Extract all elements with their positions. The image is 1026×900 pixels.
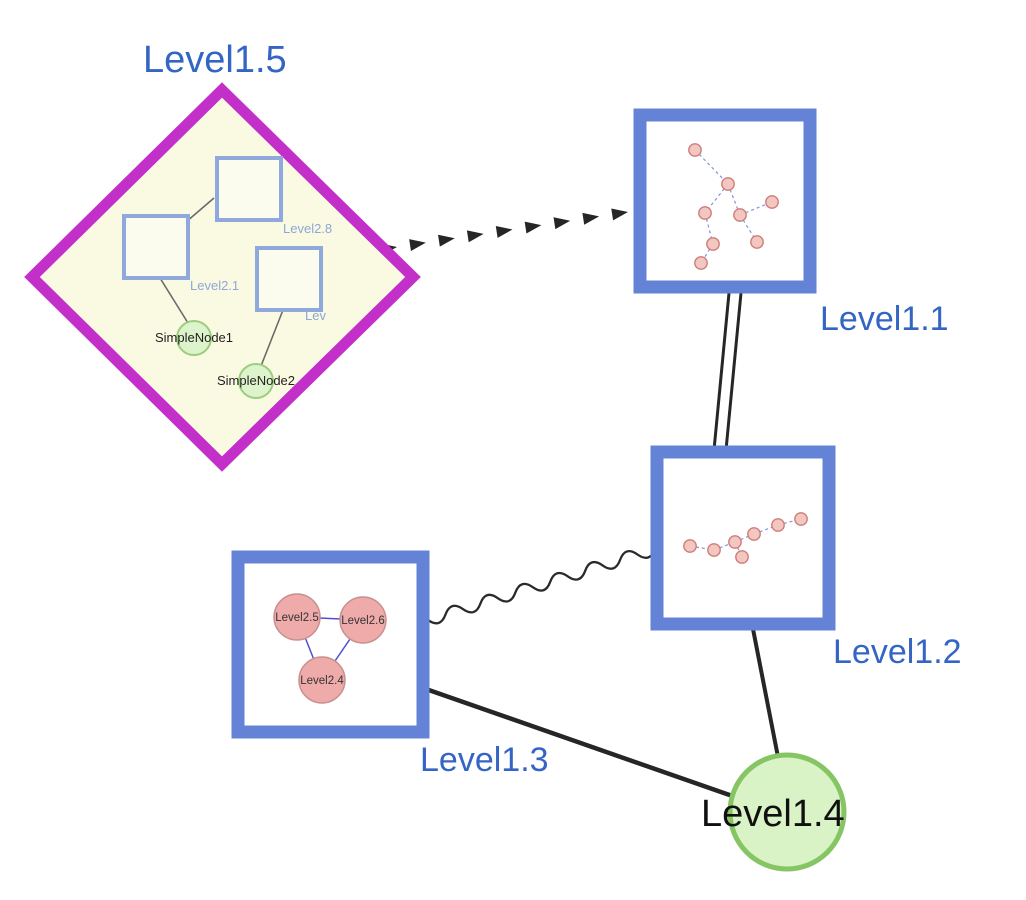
label-simplenode1: SimpleNode1 [155, 330, 233, 345]
node-level2-1[interactable] [122, 214, 190, 280]
level1-2-subgraph [683, 512, 808, 564]
node-simplenode2[interactable] [238, 363, 274, 399]
mini-graph-node [794, 512, 808, 526]
mini-graph-node [707, 543, 721, 557]
mini-graph-node [694, 256, 708, 270]
arrow-dash-icon [409, 239, 426, 251]
edge-level21-simplenode1[interactable] [159, 277, 189, 324]
edge-level13-level14[interactable] [422, 685, 742, 802]
label-level2-8: Level2.8 [283, 221, 332, 236]
mini-graph-node [750, 235, 764, 249]
label-simplenode2: SimpleNode2 [217, 373, 295, 388]
arrow-dash-icon [495, 225, 513, 238]
mini-graph-node [688, 143, 702, 157]
node-level2-4[interactable] [298, 656, 346, 704]
edge-level11-level12-line1[interactable] [712, 292, 731, 451]
node-level1-2[interactable] [650, 445, 836, 631]
arrow-dash-icon [524, 221, 542, 234]
arrow-dash-icon [582, 212, 600, 225]
edges-layer [380, 208, 780, 802]
level1-1-box[interactable] [633, 108, 817, 294]
mini-graph-node [747, 527, 761, 541]
level1-3-box[interactable] [231, 550, 430, 739]
mini-graph-node [733, 208, 747, 222]
mini-graph-edge [753, 524, 779, 535]
edge-level2x-simplenode2[interactable] [260, 309, 284, 367]
label-level1-1: Level1.1 [820, 300, 949, 338]
node-level1-1[interactable] [633, 108, 817, 294]
arrow-dash-icon [438, 234, 455, 247]
label-level1-3: Level1.3 [420, 741, 549, 779]
mini-graph-node [683, 539, 697, 553]
label-level1-4: Level1.4 [701, 793, 845, 835]
node-simplenode1[interactable] [176, 320, 212, 356]
edge-level13-level12[interactable] [427, 548, 657, 625]
node-level2-6[interactable] [339, 596, 387, 644]
node-level2-8[interactable] [215, 156, 283, 222]
label-level2-5: Level2.5 [275, 612, 318, 624]
label-level1-5: Level1.5 [143, 39, 287, 81]
node-level1-4[interactable] [727, 752, 847, 872]
label-level2-partial: Lev [305, 308, 326, 323]
node-level2-partial[interactable] [255, 246, 323, 312]
mini-graph-node [735, 550, 749, 564]
node-level1-3[interactable]: Level2.5 Level2.6 Level2.4 [231, 550, 430, 739]
mini-graph-node [698, 206, 712, 220]
mini-graph-node [765, 195, 779, 209]
label-level2-6: Level2.6 [341, 615, 384, 627]
label-level2-1: Level2.1 [190, 278, 239, 293]
mini-graph-edge [694, 149, 729, 185]
edge-level15-level11[interactable] [380, 208, 628, 256]
arrow-dash-icon [466, 230, 484, 243]
mini-graph-node [721, 177, 735, 191]
mini-graph-node [706, 237, 720, 251]
node-level2-5[interactable] [273, 593, 321, 641]
mini-graph-node [771, 518, 785, 532]
label-level2-4: Level2.4 [300, 675, 344, 687]
node-level1-5[interactable]: Level2.8 Level2.1 Lev SimpleNode1 Simple… [24, 82, 421, 472]
edge-level12-level14[interactable] [751, 628, 780, 758]
mini-graph-node [728, 535, 742, 549]
edge-level28-level21[interactable] [185, 197, 215, 223]
level1-3-subgraph: Level2.5 Level2.6 Level2.4 [273, 593, 387, 704]
diamond-shape[interactable] [24, 82, 421, 472]
edge-level11-level12-line2[interactable] [724, 292, 743, 451]
arrow-dash-icon [611, 208, 628, 221]
arrow-dash-icon [553, 217, 571, 230]
label-level1-2: Level1.2 [833, 633, 962, 671]
level1-1-subgraph [688, 143, 779, 270]
